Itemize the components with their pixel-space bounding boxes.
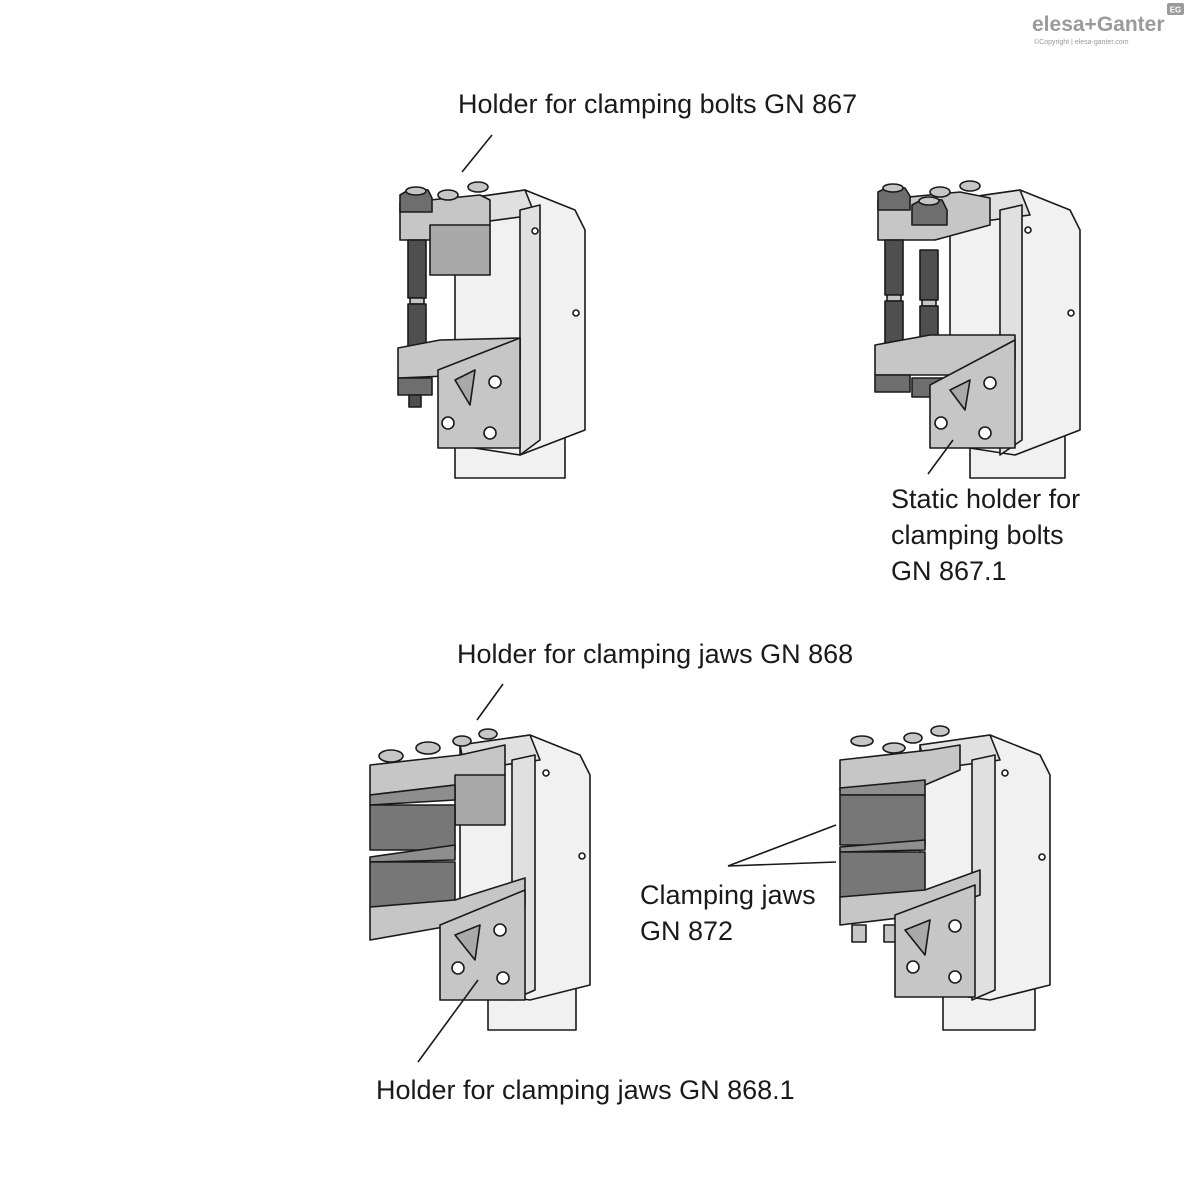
label-holder-bolts: Holder for clamping bolts GN 867	[458, 89, 857, 119]
labels: Holder for clamping bolts GN 867 Static …	[376, 89, 1080, 1105]
leader-holder-jaws-static	[417, 979, 479, 1063]
label-holder-jaws: Holder for clamping jaws GN 868	[457, 639, 853, 669]
leader-lines	[417, 134, 954, 1063]
elesa-ganter-logo: elesa+Ganter EG ©Copyright | elesa-gante…	[1032, 3, 1184, 46]
label-static-holder-line2: clamping bolts	[891, 520, 1064, 550]
leader-jaw-upper	[727, 824, 837, 867]
logo-brand: elesa+Ganter	[1032, 13, 1165, 36]
logo-badge: EG	[1170, 6, 1182, 15]
base-plate	[929, 339, 1016, 449]
label-static-holder-line3: GN 867.1	[891, 556, 1007, 586]
label-clamping-jaws-line1: Clamping jaws	[640, 880, 816, 910]
label-static-holder-line1: Static holder for	[891, 484, 1080, 514]
fixture-clamping-jaws	[369, 728, 591, 1031]
logo-copyright: ©Copyright | elesa-ganter.com	[1034, 38, 1129, 46]
upper-jaw	[369, 804, 456, 851]
label-clamping-jaws-line2: GN 872	[640, 916, 733, 946]
fixture-clamping-bolts	[397, 181, 586, 479]
upper-jaw	[839, 794, 926, 846]
lower-jaw	[839, 851, 926, 898]
leader-holder-bolts	[461, 134, 493, 173]
leader-jaw-lower	[727, 861, 837, 867]
leader-holder-jaws	[476, 683, 504, 721]
label-holder-jaws-static: Holder for clamping jaws GN 868.1	[376, 1075, 795, 1105]
base-plate	[437, 337, 521, 449]
fixture-static-clamping-bolts	[874, 180, 1081, 479]
leader-static-holder	[927, 439, 954, 475]
fixture-clamping-jaws-static	[839, 725, 1051, 1031]
lower-holder	[839, 869, 981, 926]
